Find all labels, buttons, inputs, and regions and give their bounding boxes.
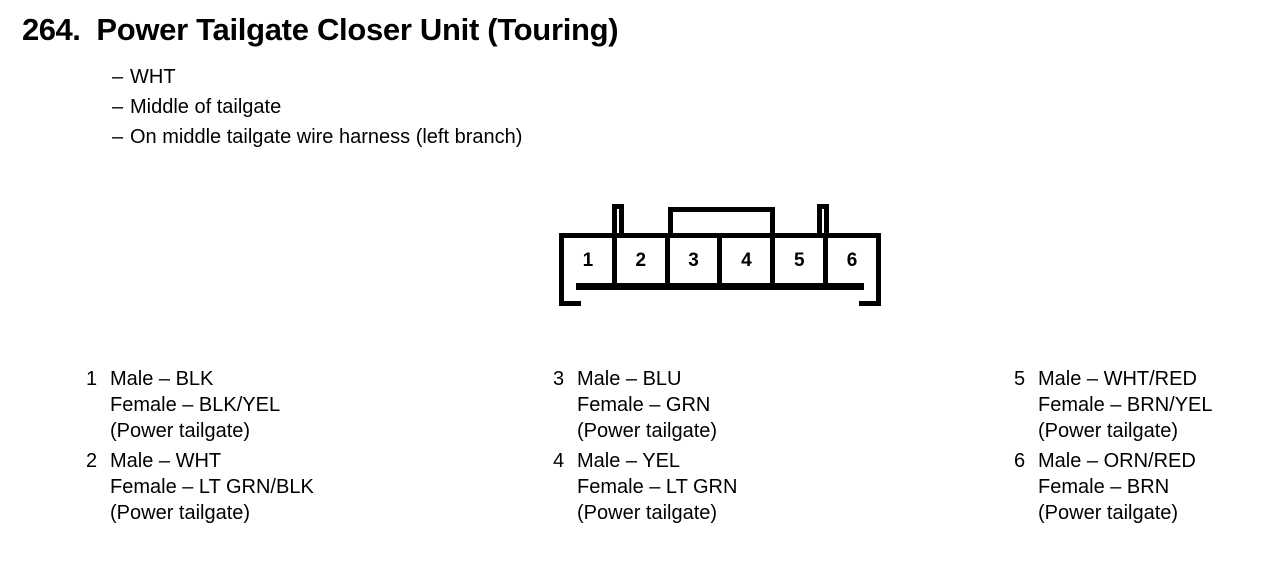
note-text: WHT xyxy=(130,66,176,88)
pin-line-male: Male – YEL xyxy=(577,450,681,472)
pin-number: 4 xyxy=(553,450,565,472)
dash-icon: – xyxy=(112,96,124,118)
pin-number: 6 xyxy=(1014,450,1026,472)
pin-line-circuit: (Power tailgate) xyxy=(1038,420,1179,442)
connector-pin-cell-2: 2 xyxy=(617,238,670,283)
pin-line-male: Male – BLK xyxy=(110,368,214,390)
notes-list: – WHT – Middle of tailgate – On middle t… xyxy=(112,62,522,152)
connector-bottom xyxy=(559,283,881,306)
pin-line-circuit: (Power tailgate) xyxy=(577,502,718,524)
pin-line-female: Female – BRN xyxy=(1038,476,1170,498)
pin-lines: Male – WHT Female – LT GRN/BLK (Power ta… xyxy=(110,448,314,526)
pin-number: 5 xyxy=(1014,368,1026,390)
pin-group: 5 Male – WHT/RED Female – BRN/YEL (Power… xyxy=(1014,366,1213,444)
connector-pin-cell-5: 5 xyxy=(775,238,829,283)
pin-group: 4 Male – YEL Female – LT GRN (Power tail… xyxy=(553,448,737,526)
connector-bottom-bar xyxy=(576,283,864,290)
pin-line-male: Male – WHT/RED xyxy=(1038,368,1197,390)
note-line: – On middle tailgate wire harness (left … xyxy=(112,122,522,152)
pin-lines: Male – YEL Female – LT GRN (Power tailga… xyxy=(577,448,737,526)
connector-locking-slot-right xyxy=(817,204,829,238)
pin-line-circuit: (Power tailgate) xyxy=(110,420,251,442)
dash-icon: – xyxy=(112,66,124,88)
pin-column-middle: 3 Male – BLU Female – GRN (Power tailgat… xyxy=(553,366,737,530)
pin-line-circuit: (Power tailgate) xyxy=(110,502,251,524)
connector-latch-tab xyxy=(668,207,775,238)
connector-foot-left xyxy=(559,283,581,306)
pin-lines: Male – WHT/RED Female – BRN/YEL (Power t… xyxy=(1038,366,1213,444)
connector-pin-cell-1: 1 xyxy=(564,238,617,283)
pin-column-right: 5 Male – WHT/RED Female – BRN/YEL (Power… xyxy=(1014,366,1213,530)
pin-column-left: 1 Male – BLK Female – BLK/YEL (Power tai… xyxy=(86,366,314,530)
pin-line-female: Female – BLK/YEL xyxy=(110,394,281,416)
dash-icon: – xyxy=(112,126,124,148)
pin-group: 2 Male – WHT Female – LT GRN/BLK (Power … xyxy=(86,448,314,526)
connector-pin-cell-4: 4 xyxy=(722,238,776,283)
pin-number: 2 xyxy=(86,450,98,472)
pin-group: 1 Male – BLK Female – BLK/YEL (Power tai… xyxy=(86,366,314,444)
note-text: On middle tailgate wire harness (left br… xyxy=(130,126,523,148)
pin-lines: Male – ORN/RED Female – BRN (Power tailg… xyxy=(1038,448,1196,526)
page-header: 264. Power Tailgate Closer Unit (Touring… xyxy=(22,12,619,48)
note-line: – WHT xyxy=(112,62,522,92)
connector-pin-cell-6: 6 xyxy=(846,249,858,271)
connector-diagram: 1 2 3 4 5 6 xyxy=(559,204,883,306)
pin-lines: Male – BLK Female – BLK/YEL (Power tailg… xyxy=(110,366,280,444)
pin-line-female: Female – LT GRN/BLK xyxy=(110,476,314,498)
pin-lines: Male – BLU Female – GRN (Power tailgate) xyxy=(577,366,717,444)
connector-pin-cell-3: 3 xyxy=(670,238,723,283)
pin-line-female: Female – GRN xyxy=(577,394,711,416)
pin-group: 6 Male – ORN/RED Female – BRN (Power tai… xyxy=(1014,448,1213,526)
note-text: Middle of tailgate xyxy=(130,96,282,118)
pin-line-male: Male – WHT xyxy=(110,450,222,472)
pin-line-male: Male – BLU xyxy=(577,368,682,390)
pin-line-male: Male – ORN/RED xyxy=(1038,450,1196,472)
pin-line-circuit: (Power tailgate) xyxy=(1038,502,1179,524)
connector-pin-cells: 1 2 3 4 5 6 xyxy=(564,238,876,283)
pin-number: 3 xyxy=(553,368,565,390)
connector-locking-slot-left xyxy=(612,204,624,238)
note-line: – Middle of tailgate xyxy=(112,92,522,122)
page-title: Power Tailgate Closer Unit (Touring) xyxy=(96,12,619,47)
pin-line-female: Female – LT GRN xyxy=(577,476,738,498)
pin-line-circuit: (Power tailgate) xyxy=(577,420,718,442)
entry-number: 264. xyxy=(22,12,81,47)
pin-line-female: Female – BRN/YEL xyxy=(1038,394,1213,416)
pin-number: 1 xyxy=(86,368,98,390)
connector-foot-right xyxy=(859,283,881,306)
pin-group: 3 Male – BLU Female – GRN (Power tailgat… xyxy=(553,366,737,444)
